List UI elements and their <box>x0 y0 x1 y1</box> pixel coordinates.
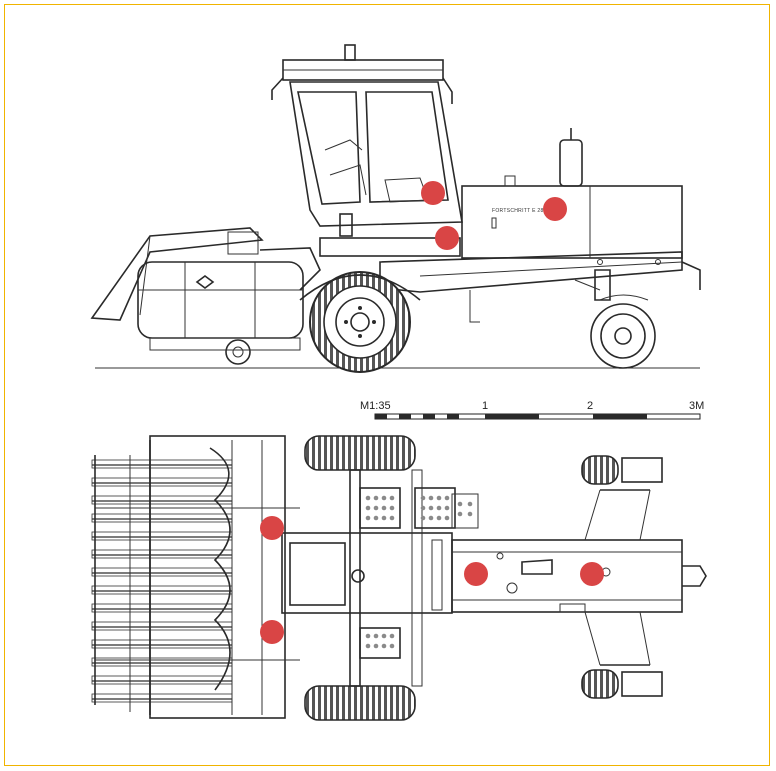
marker-header-upper[interactable] <box>260 516 284 540</box>
marker-chassis-rear[interactable] <box>580 562 604 586</box>
rear-right-hub <box>621 671 663 697</box>
side-view: FORTSCHRITT E 282 <box>90 44 701 373</box>
header-wheel <box>225 339 251 365</box>
vent-panel-mid-top <box>414 487 456 529</box>
front-fender <box>299 274 421 301</box>
brand-emblem <box>195 275 215 289</box>
scale-tick-2: 2 <box>587 400 593 412</box>
header-hood <box>90 227 264 321</box>
scale-bar: M1:35 1 2 3M <box>360 400 704 420</box>
auger <box>209 447 231 691</box>
left-mirror <box>271 77 284 100</box>
figure-frame <box>4 4 770 766</box>
top-view <box>91 435 707 721</box>
scale-label: M1:35 <box>360 400 391 412</box>
cab-base <box>319 237 461 257</box>
rear-hitch <box>682 565 707 587</box>
cab-top <box>281 532 453 614</box>
rear-left-hub <box>621 457 663 483</box>
vent-panel-left-top <box>359 487 401 529</box>
marker-group <box>260 181 604 644</box>
decal-text: FORTSCHRITT E 282 <box>492 208 547 214</box>
tow-hitch <box>681 261 701 290</box>
cab-roof-hatch <box>289 542 346 606</box>
vent-panel-bottom <box>359 627 401 659</box>
right-mirror <box>442 77 453 104</box>
marker-chassis-front[interactable] <box>464 562 488 586</box>
front-left-tyre <box>304 435 416 471</box>
rear-right-tyre <box>581 669 619 699</box>
engine-hood <box>461 185 683 259</box>
marker-engine-hood[interactable] <box>543 197 567 221</box>
cab-body <box>289 81 463 227</box>
marker-cab-base[interactable] <box>435 226 459 250</box>
header-body <box>137 261 304 339</box>
rear-wheel <box>590 303 656 369</box>
header-frame <box>149 435 286 719</box>
air-intake <box>559 139 583 187</box>
marker-header-lower[interactable] <box>260 620 284 644</box>
header-fingers <box>91 440 233 715</box>
scale-tick-1: 1 <box>482 400 488 412</box>
fuel-cap <box>521 559 553 575</box>
scale-tick-3: 3M <box>689 400 704 412</box>
cab-step <box>339 213 353 237</box>
cab-front-window <box>297 91 361 205</box>
marker-cab[interactable] <box>421 181 445 205</box>
cab-side-window <box>365 91 449 203</box>
front-right-tyre <box>304 685 416 721</box>
rear-left-tyre <box>581 455 619 485</box>
beacon-light <box>344 44 356 61</box>
